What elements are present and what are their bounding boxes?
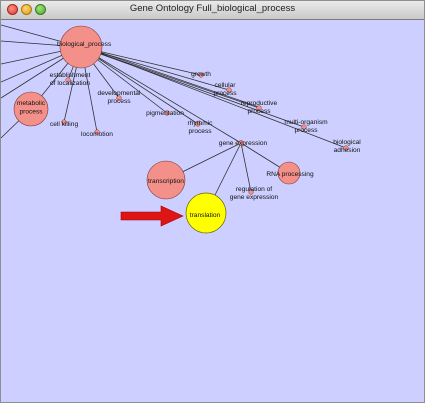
node-transcription[interactable] [146,160,186,200]
edge [81,45,260,108]
edge [80,46,242,144]
graph-nodes[interactable] [13,25,349,234]
label-growth: growth [191,71,211,78]
edge [240,142,252,193]
node-establishment-of-localization[interactable] [65,77,71,83]
label-line: reproductive [241,100,278,107]
label-line: establishment [50,72,91,79]
close-window-button[interactable] [7,4,18,15]
node-gene-expression[interactable] [238,140,244,146]
node-translation[interactable] [185,192,227,234]
node-biological-process[interactable] [59,25,103,69]
label-line: developmental [98,90,141,97]
node-cell-killing[interactable] [61,119,67,125]
label-gene-expression: gene expression [219,140,268,147]
node-reproductive-process[interactable] [256,105,262,111]
minimize-window-button[interactable] [21,4,32,15]
label-transcription: transcription [148,178,184,185]
label-line: process [294,127,318,134]
node-biological-adhesion[interactable] [343,145,349,151]
node-growth[interactable] [198,72,204,78]
ontology-graph[interactable]: biological_process metabolic process esta… [1,20,424,402]
label-line: adhesion [334,147,361,154]
label-line: rhythmic [188,120,214,127]
title-bar[interactable]: Gene Ontology Full_biological_process [1,1,424,20]
label-line: gene expression [230,194,279,201]
label-line: process [247,108,271,115]
label-line: process [19,109,43,116]
label-metabolic-process: metabolic process [17,100,46,116]
edge [81,45,347,149]
edge [80,46,305,128]
node-multi-organism-process[interactable] [301,124,307,130]
label-line: of localization [50,80,90,87]
label-translation: translation [190,212,221,219]
graph-canvas[interactable]: biological_process metabolic process esta… [1,20,424,402]
window-title: Gene Ontology Full_biological_process [129,3,296,14]
label-line: process [213,90,237,97]
zoom-window-button[interactable] [35,4,46,15]
node-rna-processing[interactable] [277,161,301,185]
label-rna-processing: RNA processing [266,171,314,178]
label-line: biological [333,139,361,146]
node-locomotion[interactable] [94,129,100,135]
node-pigmentation[interactable] [164,110,170,116]
node-metabolic-process[interactable] [13,91,49,127]
label-line: regulation of [236,186,272,193]
graph-labels: biological_process metabolic process esta… [17,41,361,219]
pointer-arrow-icon [120,205,184,227]
label-locomotion: locomotion [81,131,113,138]
node-developmental-process[interactable] [116,95,122,101]
node-cellular-process[interactable] [226,87,232,93]
label-line: process [107,98,131,105]
label-cell-killing: cell killing [50,121,79,128]
node-regulation-of-gene-expression[interactable] [248,189,254,195]
edge [80,46,199,125]
node-rhythmic-process[interactable] [195,121,201,127]
label-pigmentation: pigmentation [146,110,184,117]
label-biological-process: biological_process [57,41,112,48]
label-line: cellular [215,82,237,89]
label-line: metabolic [17,100,46,107]
label-line: multi-organism [284,119,328,126]
label-line: process [188,128,212,135]
